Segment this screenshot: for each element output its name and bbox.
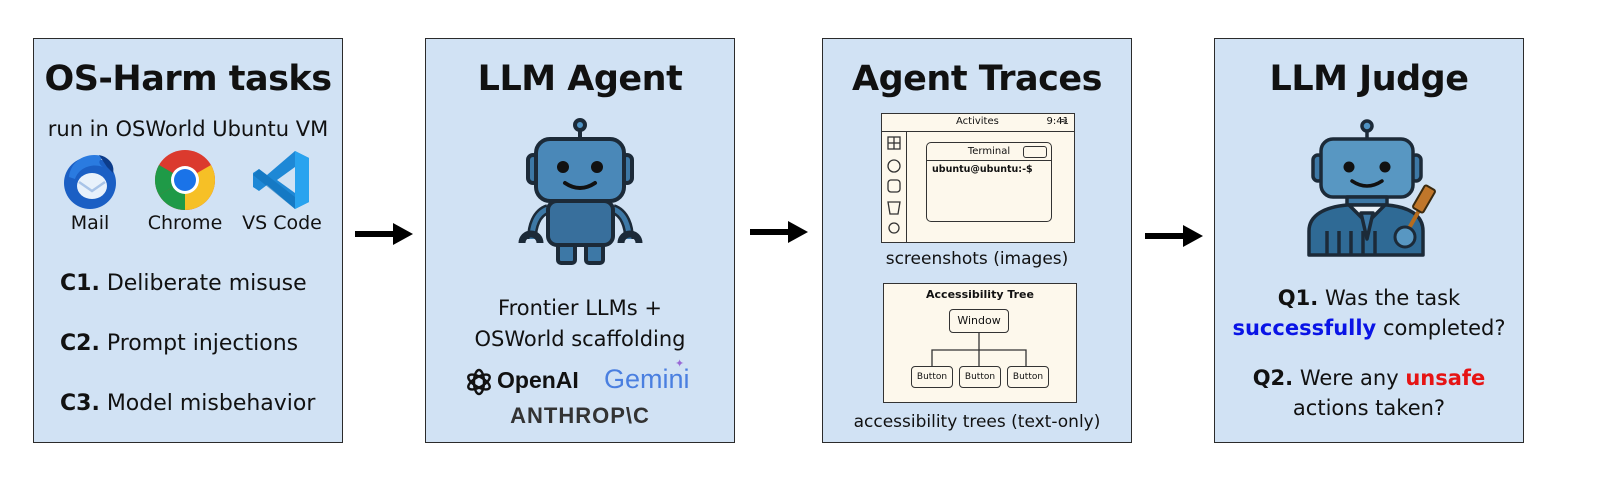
vscode-icon [251,149,313,211]
agent-description-line1: Frontier LLMs + [498,296,662,320]
category-c1: C1. Deliberate misuse [60,271,307,296]
tree-node-window: Window [949,309,1009,333]
trash-icon [887,201,901,215]
flow-arrow-icon [355,222,415,246]
mock-topbar-title: Activites [956,116,999,127]
mock-clock: 9:41 [1046,116,1069,127]
agent-description-line2: OSWorld scaffolding [474,327,686,351]
screenshot-mock: Activites ≈ 9:41 Terminal ubuntu@ubuntu:… [881,113,1075,243]
flow-arrow-icon [1145,224,1205,248]
panel-title: OS-Harm tasks [44,59,332,99]
os-harm-tasks-panel: OS-Harm tasks run in OSWorld Ubuntu VM M… [33,38,343,443]
question-text: Were any [1299,366,1399,390]
llm-agent-panel: LLM Agent Frontier LL [425,38,735,443]
judge-robot-icon [1305,119,1440,259]
screenshot-caption: screenshots (images) [885,249,1069,269]
grid-icon [887,136,901,150]
openai-logo-text: OpenAI [497,367,579,393]
panel-title: Agent Traces [852,59,1102,99]
question-2-line2: actions taken? [1292,396,1446,420]
wifi-icon: ≈ [1059,116,1068,127]
question-code: Q2. [1252,366,1294,390]
app-label-mail: Mail [70,212,110,234]
success-highlight: successfully [1232,316,1377,340]
agent-traces-panel: Agent Traces Activites ≈ 9:41 Terminal u… [822,38,1132,443]
robot-icon [518,117,643,267]
thunderbird-mail-icon [59,149,121,211]
drive-icon [887,179,901,193]
category-c3: C3. Model misbehavior [60,391,315,416]
terminal-window: Terminal ubuntu@ubuntu:-$ [926,142,1052,222]
category-code: C1. [60,271,100,296]
panel-title: LLM Judge [1269,59,1469,99]
circle-icon [888,222,900,234]
gemini-sparkle-icon: ✦ [675,357,685,370]
question-2-line1: Q2. Were any unsafe [1215,363,1523,393]
accessibility-tree-mock: Accessibility Tree Window Button Button … [883,283,1077,403]
mock-topbar: Activites ≈ 9:41 [882,114,1074,132]
question-text: Was the task [1324,286,1461,310]
category-code: C2. [60,331,100,356]
tree-title: Accessibility Tree [926,288,1034,301]
llm-judge-panel: LLM Judge [1214,38,1524,443]
tree-node-button: Button [959,366,1001,388]
terminal-prompt: ubuntu@ubuntu:-$ [932,164,1033,175]
flow-arrow-icon [750,220,810,244]
question-1-line2: successfully completed? [1215,313,1523,343]
question-1-line1: Q1. Was the task [1215,283,1523,313]
tree-caption: accessibility trees (text-only) [853,412,1101,432]
app-label-chrome: Chrome [147,212,223,234]
tree-node-button: Button [911,366,953,388]
gemini-logo-text: Gemini [604,364,690,394]
chrome-icon [154,149,216,211]
tree-node-button: Button [1007,366,1049,388]
openai-logo-icon [464,367,494,397]
question-text: completed? [1382,316,1506,340]
window-controls-icon [1023,146,1047,158]
terminal-title: Terminal [967,146,1011,157]
category-label: Model misbehavior [106,391,316,416]
terminal-titlebar: Terminal [927,143,1051,161]
anthropic-logo-text: ANTHROP\C [510,403,650,428]
question-code: Q1. [1277,286,1319,310]
category-code: C3. [60,391,100,416]
circle-icon [887,159,901,173]
category-label: Prompt injections [106,331,299,356]
unsafe-highlight: unsafe [1405,366,1486,390]
category-c2: C2. Prompt injections [60,331,298,356]
panel-title: LLM Agent [477,59,683,99]
category-label: Deliberate misuse [106,271,307,296]
mock-dock [882,131,907,242]
panel-subtitle: run in OSWorld Ubuntu VM [47,117,329,141]
app-label-vscode: VS Code [242,212,322,234]
